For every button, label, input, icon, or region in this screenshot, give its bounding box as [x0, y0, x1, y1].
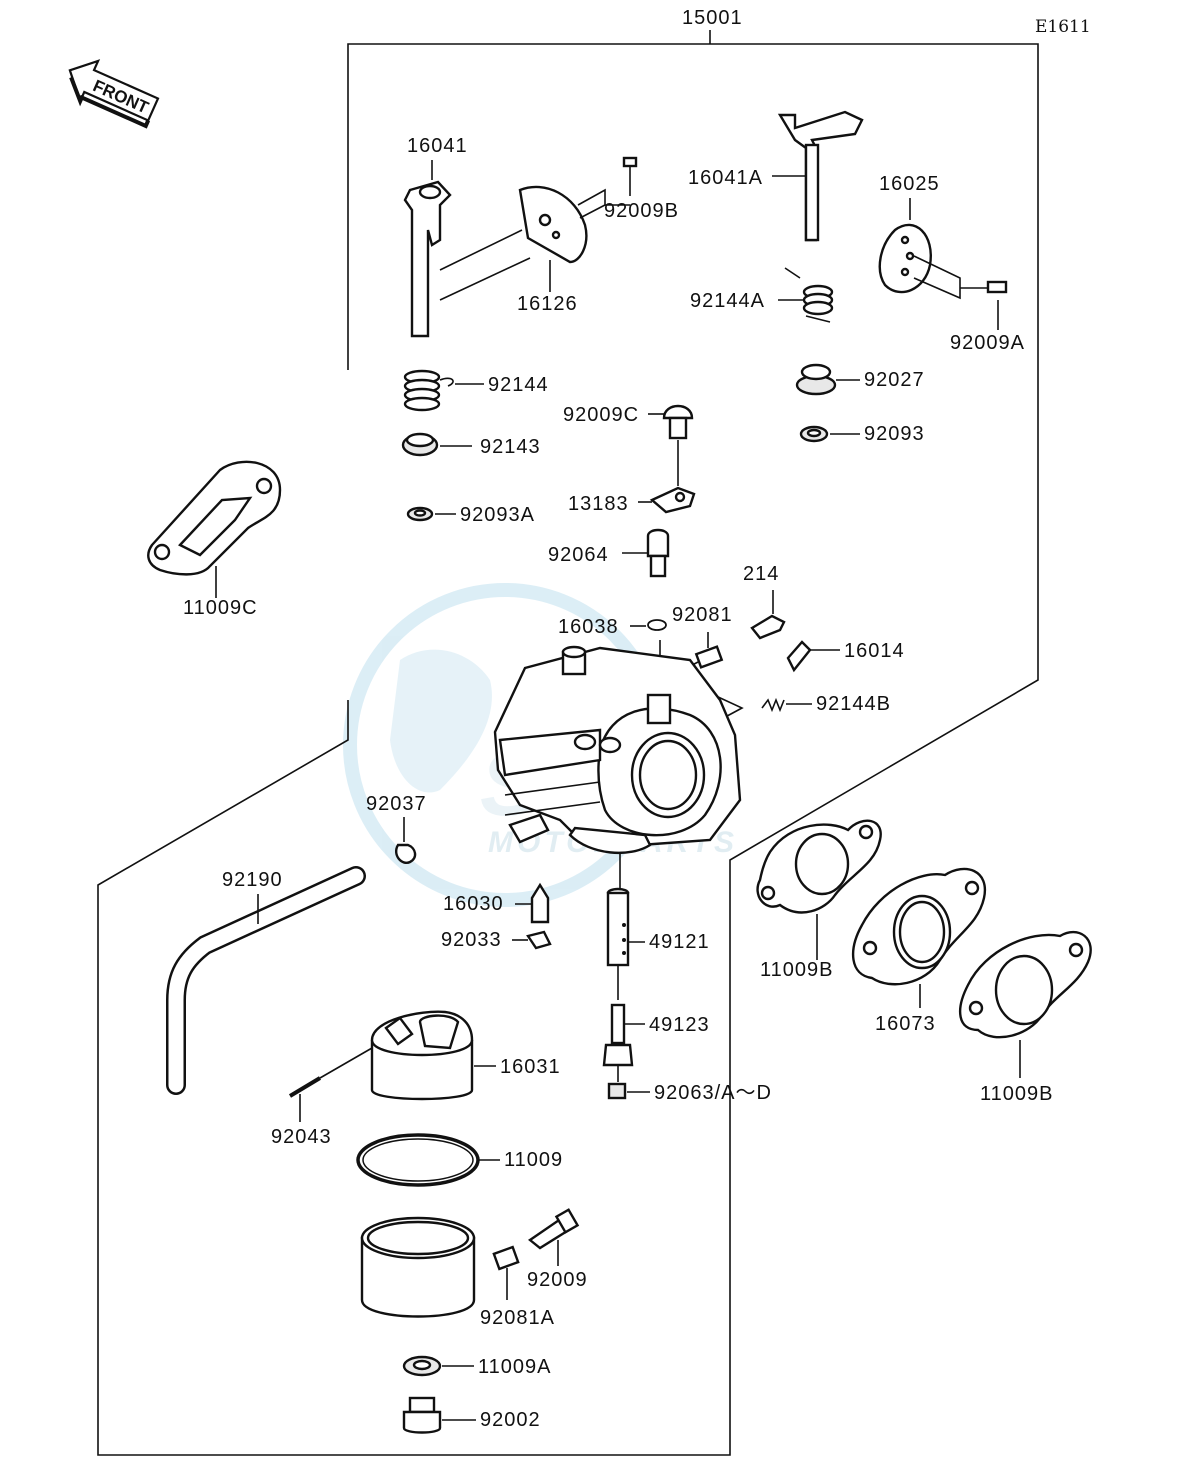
part-label-92081: 92081 [672, 604, 733, 626]
part-label-16038: 16038 [558, 616, 619, 638]
part-label-92093A: 92093A [460, 504, 535, 526]
part-16126 [439, 185, 588, 301]
part-16030 [515, 882, 550, 924]
part-label-92009B: 92009B [604, 200, 679, 222]
part-92009C [648, 404, 694, 486]
part-label-11009B-upper: 11009B [760, 959, 833, 981]
float-bowl [360, 1216, 476, 1318]
part-92037 [395, 817, 417, 865]
part-92093A [406, 506, 456, 522]
part-label-11009C: 11009C [183, 597, 258, 619]
part-92144 [403, 369, 484, 412]
part-label-16041: 16041 [407, 135, 468, 157]
part-92081A [492, 1245, 520, 1300]
part-label-92037: 92037 [366, 793, 427, 815]
part-label-11009: 11009 [504, 1149, 563, 1171]
part-label-92144B: 92144B [816, 693, 891, 715]
part-label-49123: 49123 [649, 1014, 710, 1036]
part-label-16014: 16014 [844, 640, 905, 662]
part-label-92009A: 92009A [950, 332, 1025, 354]
part-92190 [166, 866, 366, 1095]
part-16041A [772, 110, 864, 242]
part-11009 [356, 1133, 500, 1187]
part-11009C [147, 460, 282, 598]
part-label-92064: 92064 [548, 544, 609, 566]
carburetor-body [493, 645, 742, 888]
part-49123 [602, 1003, 645, 1082]
front-arrow-icon: FRONT [68, 59, 160, 129]
part-92033 [512, 930, 552, 950]
part-label-92081A: 92081A [480, 1307, 555, 1329]
part-label-16031: 16031 [500, 1056, 561, 1078]
assembly-bracket [97, 30, 1039, 1456]
part-16041 [403, 160, 452, 338]
part-label-92144: 92144 [488, 374, 549, 396]
part-92009 [527, 1208, 580, 1266]
part-label-92143: 92143 [480, 436, 541, 458]
part-11009B-upper [756, 819, 882, 960]
part-label-92009: 92009 [527, 1269, 588, 1291]
part-label-11009A: 11009A [478, 1356, 551, 1378]
part-11009A [402, 1355, 474, 1377]
part-label-16073: 16073 [875, 1013, 936, 1035]
part-label-16025: 16025 [879, 173, 940, 195]
part-92027 [795, 363, 860, 396]
part-13183 [638, 486, 696, 514]
part-214 [750, 590, 786, 640]
part-11009B-lower [959, 930, 1092, 1078]
part-label-92033: 92033 [441, 929, 502, 951]
part-16031 [370, 1010, 496, 1101]
diagram-code: E1611 [1035, 17, 1091, 37]
part-49121 [606, 887, 645, 1000]
part-92064 [622, 528, 670, 578]
part-label-16126: 16126 [517, 293, 578, 315]
part-label-92027: 92027 [864, 369, 925, 391]
part-label-11009B-lower: 11009B [980, 1083, 1053, 1105]
part-92009B [577, 156, 638, 219]
part-16073 [851, 867, 987, 1008]
part-92063 [607, 1082, 650, 1100]
part-label-92144A: 92144A [690, 290, 765, 312]
part-label-214: 214 [743, 563, 779, 585]
part-label-92002: 92002 [480, 1409, 541, 1431]
part-92144B [715, 695, 812, 723]
part-92093 [799, 425, 860, 443]
part-label-16041A: 16041A [688, 167, 763, 189]
part-label-16030: 16030 [443, 893, 504, 915]
part-label-92063: 92063/A～D [654, 1082, 772, 1104]
part-16025 [878, 198, 1008, 330]
part-label-92009C: 92009C [563, 404, 639, 426]
part-label-49121: 49121 [649, 931, 710, 953]
part-16014 [786, 640, 840, 673]
part-label-92190: 92190 [222, 869, 283, 891]
part-label-13183: 13183 [568, 493, 629, 515]
part-label-15001: 15001 [682, 7, 743, 29]
part-92143 [401, 432, 472, 457]
part-92144A [778, 267, 834, 323]
part-92043 [288, 1047, 373, 1122]
part-label-92093: 92093 [864, 423, 925, 445]
part-label-92043: 92043 [271, 1126, 332, 1148]
part-92002 [402, 1396, 476, 1434]
